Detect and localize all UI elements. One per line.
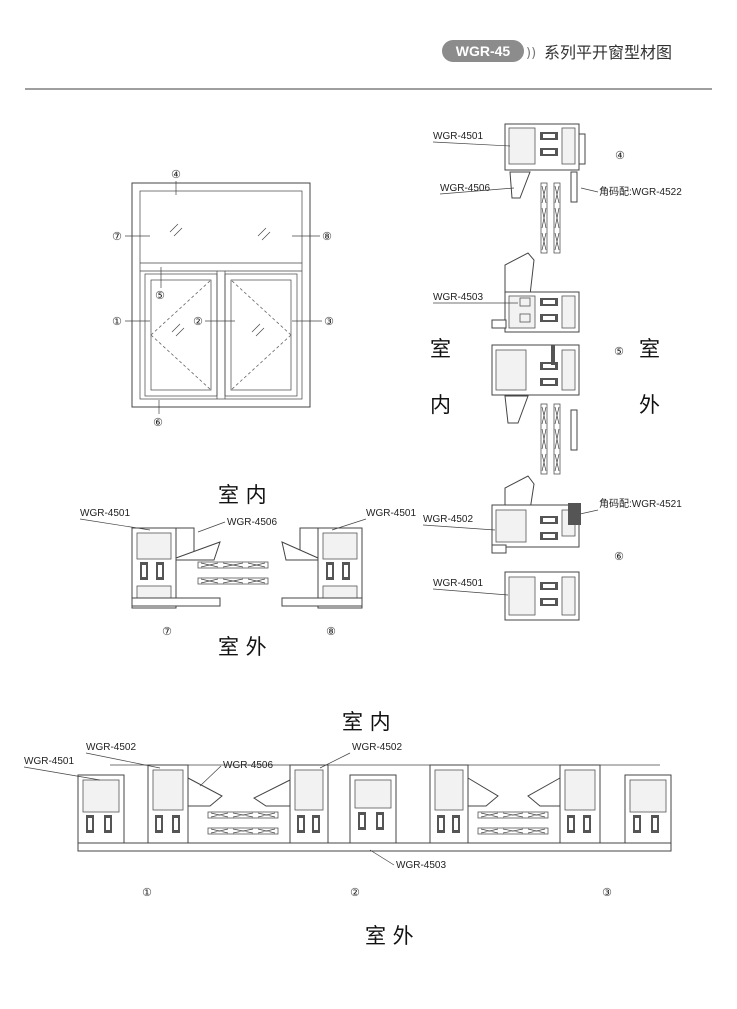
- vertical-section: [491, 123, 586, 621]
- header: WGR-45 )) 系列平开窗型材图: [25, 40, 712, 90]
- label-bottom-wgr-4502-right: WGR-4502: [352, 742, 402, 753]
- bottom-section: [77, 764, 672, 852]
- label-top-wgr-4501-left: WGR-4501: [80, 508, 130, 519]
- marker-6: ⑥: [153, 416, 163, 429]
- inside-char-2: 内: [430, 393, 451, 417]
- elevation-markers: ④ ⑦ ⑧ ⑤ ① ② ③ ⑥: [112, 168, 334, 429]
- marker-t7: ⑦: [162, 625, 172, 638]
- label-wgr-4501-bottom: WGR-4501: [433, 578, 483, 589]
- top-section: [131, 527, 363, 609]
- bottom-section-labels: 室 内 室 外 WGR-4501 WGR-4502 WGR-4506 WGR-4…: [23, 710, 612, 948]
- bottom-inside: 室 内: [342, 710, 391, 734]
- label-corner-4522: 角码配:WGR-4522: [599, 186, 682, 198]
- label-bottom-wgr-4503: WGR-4503: [396, 860, 446, 871]
- outside-char-2: 外: [639, 393, 660, 417]
- marker-3: ③: [324, 315, 334, 328]
- badge-arrows-icon: )): [526, 46, 536, 61]
- marker-5: ⑤: [155, 289, 165, 302]
- marker-b2: ②: [350, 886, 360, 899]
- marker-1: ①: [112, 315, 122, 328]
- marker-b1: ①: [142, 886, 152, 899]
- top-inside: 室 内: [218, 483, 267, 507]
- label-wgr-4501-top: WGR-4501: [433, 131, 483, 142]
- label-bottom-wgr-4502-left: WGR-4502: [86, 742, 136, 753]
- vertical-section-labels: WGR-4501 WGR-4506 角码配:WGR-4522 WGR-4503 …: [422, 131, 682, 596]
- label-wgr-4502: WGR-4502: [423, 514, 473, 525]
- label-bottom-wgr-4501: WGR-4501: [24, 756, 74, 767]
- marker-v5: ⑤: [614, 345, 624, 358]
- top-section-labels: 室 内 室 外 WGR-4501 WGR-4506 WGR-4501 ⑦ ⑧: [79, 483, 416, 659]
- label-bottom-wgr-4506: WGR-4506: [223, 760, 273, 771]
- marker-8: ⑧: [322, 230, 332, 243]
- marker-v4: ④: [615, 149, 625, 162]
- page-title: 系列平开窗型材图: [544, 43, 672, 62]
- label-wgr-4506: WGR-4506: [440, 183, 490, 194]
- label-wgr-4503: WGR-4503: [433, 292, 483, 303]
- marker-t8: ⑧: [326, 625, 336, 638]
- outside-char-1: 室: [639, 337, 660, 361]
- bottom-outside: 室 外: [365, 924, 414, 948]
- marker-b3: ③: [602, 886, 612, 899]
- marker-v6: ⑥: [614, 550, 624, 563]
- window-elevation: [131, 182, 311, 408]
- marker-2: ②: [193, 315, 203, 328]
- series-badge: [442, 40, 524, 62]
- marker-7: ⑦: [112, 230, 122, 243]
- label-corner-4521: 角码配:WGR-4521: [599, 498, 682, 510]
- marker-4: ④: [171, 168, 181, 181]
- label-top-wgr-4501-right: WGR-4501: [366, 508, 416, 519]
- series-badge-text: WGR-45: [456, 43, 511, 59]
- top-outside: 室 外: [218, 635, 267, 659]
- label-top-wgr-4506: WGR-4506: [227, 517, 277, 528]
- inside-char-1: 室: [430, 337, 451, 361]
